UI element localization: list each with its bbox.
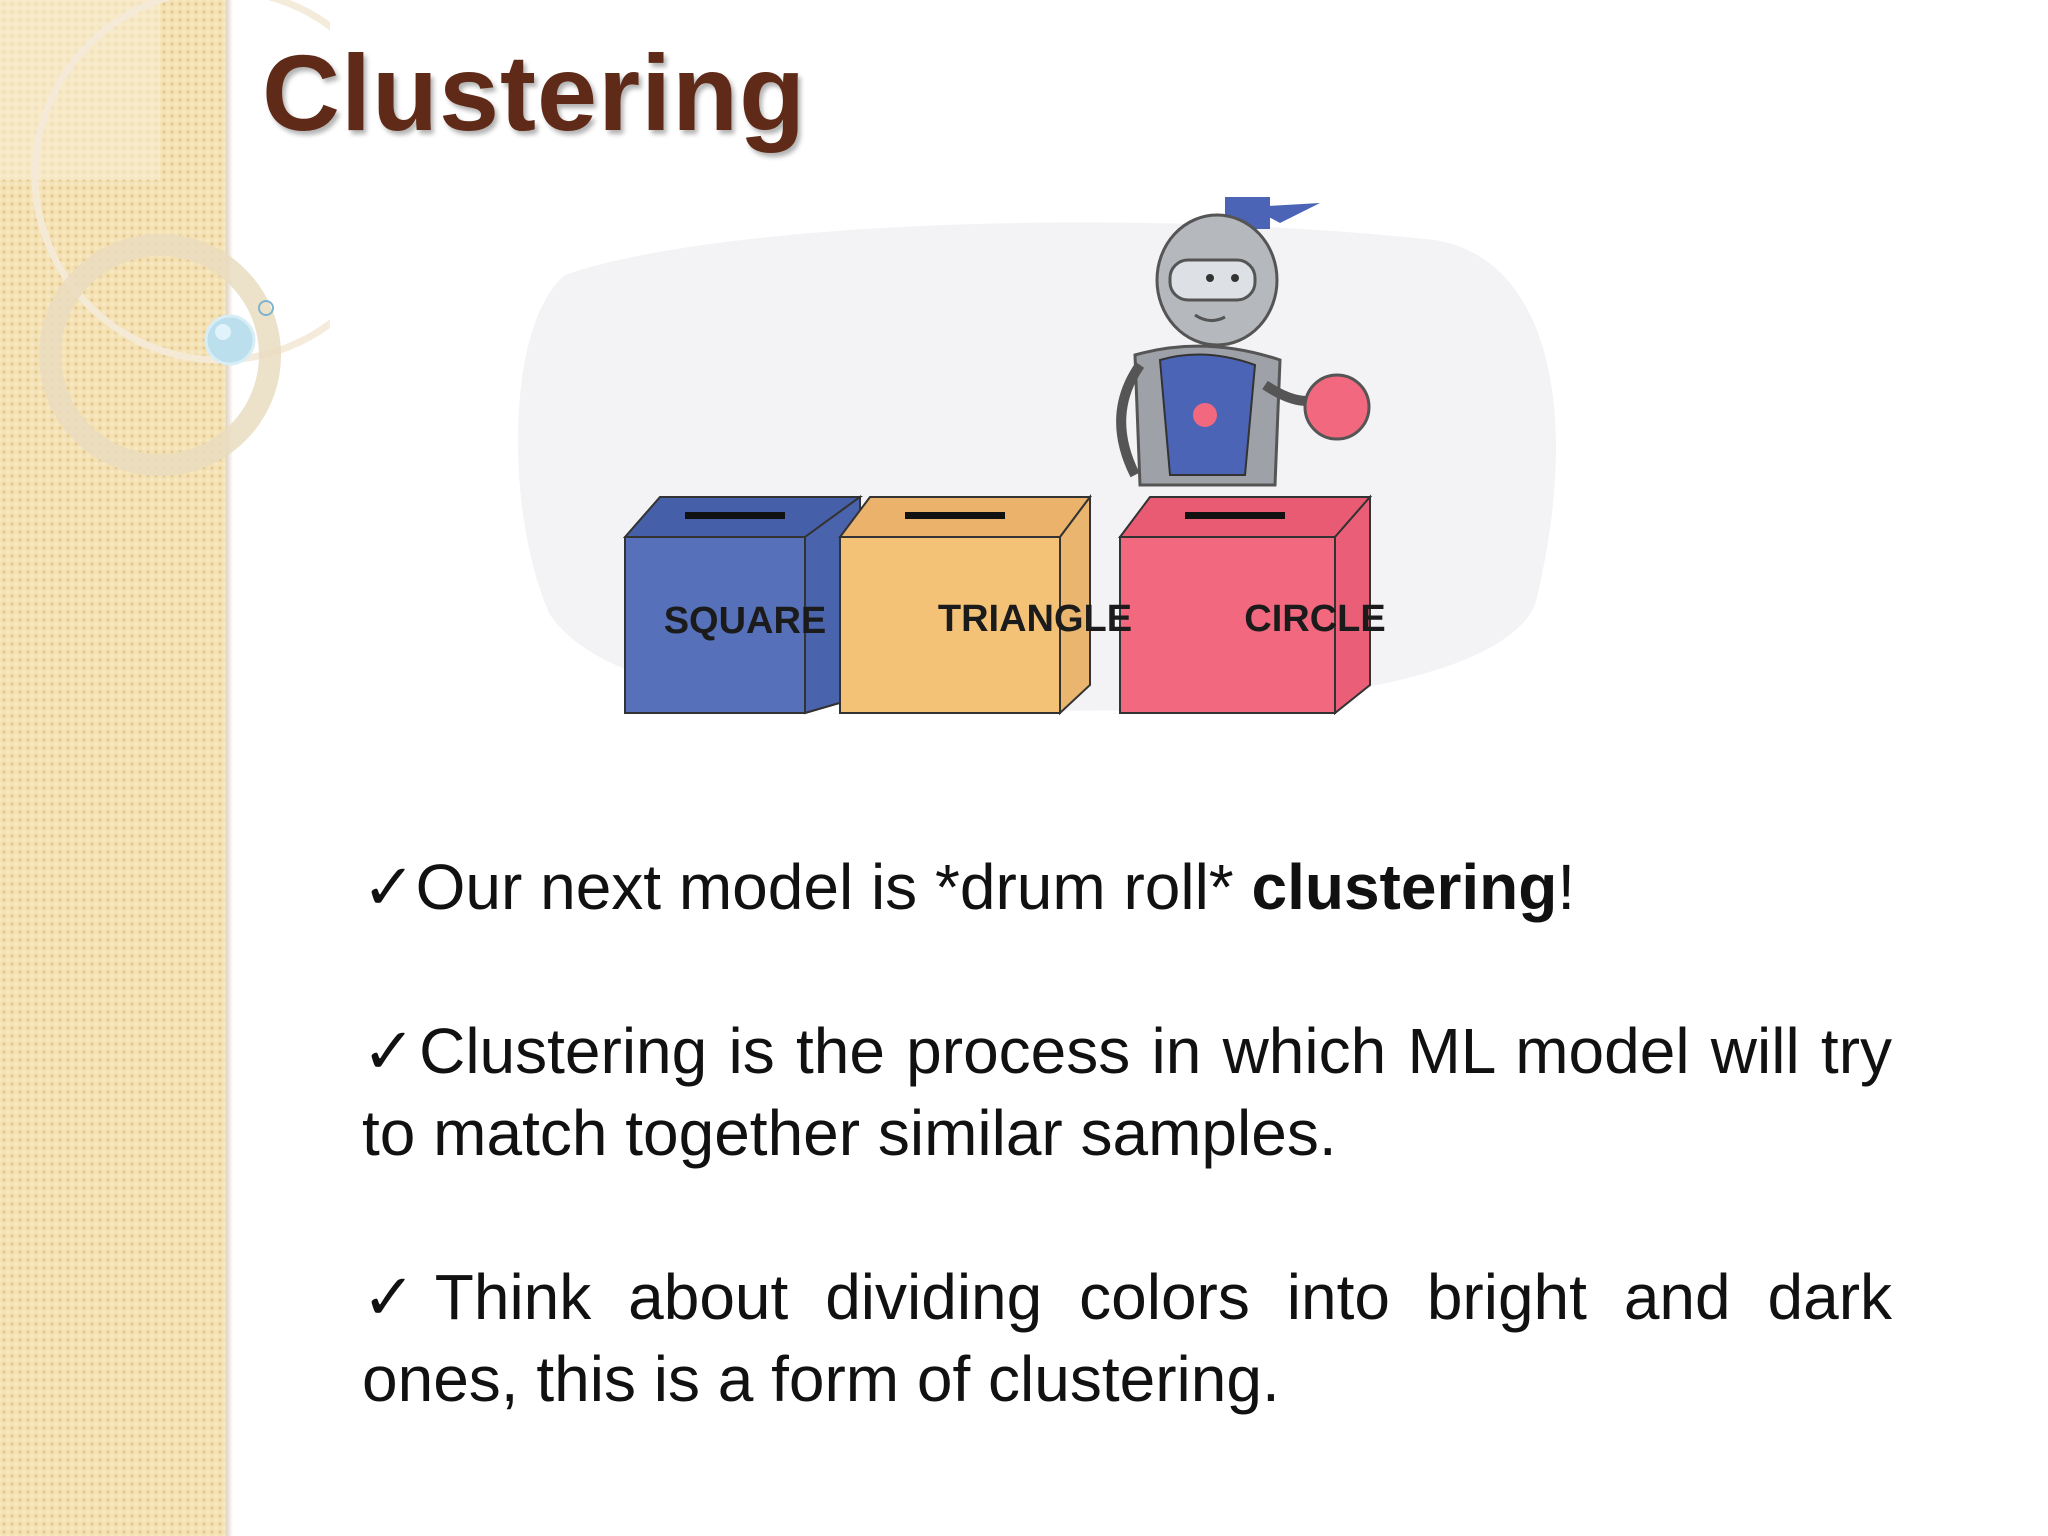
light-panel-shape <box>0 0 160 180</box>
bullet-2-text: Clustering is the process in which ML mo… <box>362 1015 1892 1169</box>
tiny-bubble <box>258 300 274 316</box>
bubble-highlight <box>215 324 231 340</box>
bullet-item-2: ✓Clustering is the process in which ML m… <box>362 1010 1892 1174</box>
slide-title: Clustering <box>262 32 807 153</box>
bullet-1-bold: clustering <box>1251 851 1558 923</box>
check-icon: ✓ <box>362 851 416 923</box>
bullet-list: ✓Our next model is *drum roll* clusterin… <box>362 846 1892 1420</box>
box-triangle-label: TRIANGLE <box>938 598 1132 640</box>
robot-sorting-illustration: SQUARE TRIANGLE CIRCLE <box>517 197 1556 716</box>
box-circle-label: CIRCLE <box>1244 598 1385 640</box>
bullet-1-text: Our next model is *drum roll* <box>415 851 1252 923</box>
robot-icon <box>1116 197 1371 487</box>
bullet-1-tail: ! <box>1557 851 1576 923</box>
bullet-3-text: Think about dividing colors into bright … <box>362 1261 1893 1415</box>
check-icon: ✓ <box>362 1015 420 1087</box>
box-circle <box>1118 494 1373 716</box>
box-square-label: SQUARE <box>664 600 827 642</box>
bullet-item-3: ✓Think about dividing colors into bright… <box>362 1256 1892 1420</box>
blue-bubble <box>204 314 256 366</box>
bullet-item-1: ✓Our next model is *drum roll* clusterin… <box>362 846 1892 928</box>
decorative-rings <box>0 0 330 476</box>
box-triangle <box>838 494 1092 716</box>
small-ring <box>39 234 281 476</box>
check-icon: ✓ <box>362 1261 435 1333</box>
side-strip-shadow <box>226 0 233 1536</box>
box-square <box>622 495 864 715</box>
